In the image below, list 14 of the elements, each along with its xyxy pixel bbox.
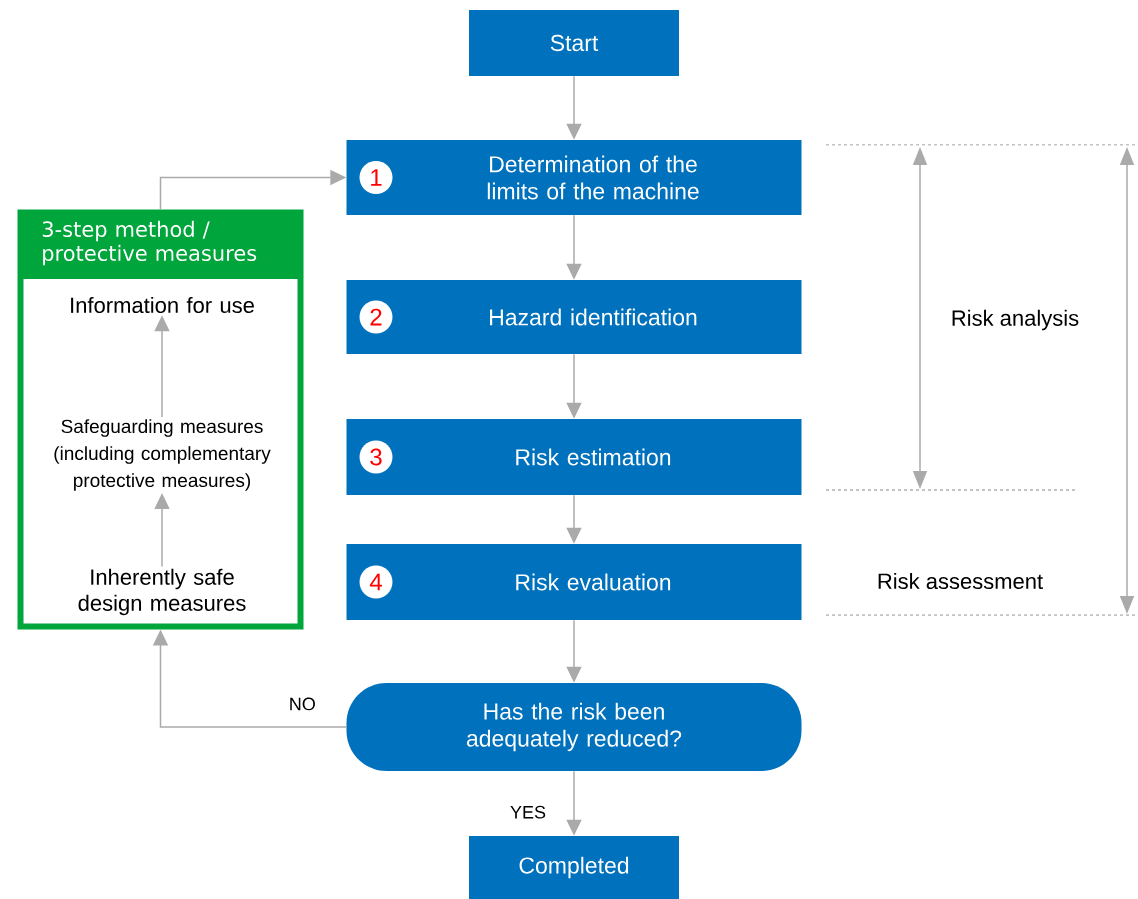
process-box: 4 Risk evaluation: [346, 544, 802, 620]
measure-text: Safeguarding measures (including complementary protective measures): [54, 419, 271, 491]
process-box: Start: [469, 10, 679, 76]
process-box: 3 Risk estimation: [346, 419, 802, 495]
decision-box: Has the risk been adequately reduced?: [346, 683, 802, 771]
edge-label: NO: [290, 697, 315, 711]
process-box: 2 Hazard identification: [346, 280, 802, 354]
measure-text: Information for use: [71, 296, 254, 314]
dimension-label: Risk assessment: [878, 572, 1043, 590]
process-box: 1 Determination of the limits of the machine: [346, 140, 802, 215]
dimension-label: Risk analysis: [952, 309, 1079, 331]
measure-text: Inherently safe design measures: [78, 568, 246, 616]
edge-label: YES: [510, 805, 546, 819]
process-box: Completed: [469, 836, 679, 899]
